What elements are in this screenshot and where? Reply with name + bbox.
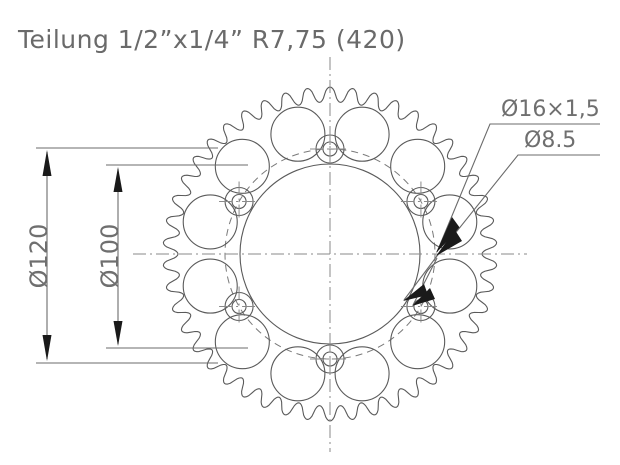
lightening-hole	[334, 346, 390, 402]
arrow-up-100	[113, 167, 123, 192]
leader-tail-lower-a	[403, 255, 438, 301]
dim-label-outer-diameter: Ø120	[25, 224, 53, 289]
callout-label-thread: Ø16×1,5	[501, 97, 600, 122]
dimension-bolt-circle: Ø100	[96, 164, 248, 349]
lightening-hole	[270, 346, 326, 402]
lightening-hole	[422, 258, 478, 314]
leader-line-hole	[436, 154, 600, 257]
lightening-hole	[182, 194, 238, 250]
drawing-title: Teilung 1/2”x1/4” R7,75 (420)	[17, 25, 406, 54]
dim-label-bolt-circle: Ø100	[96, 224, 124, 289]
leader-arrow-lower-b	[412, 288, 435, 306]
lightening-hole	[214, 138, 270, 194]
leader-arrow-hole	[436, 230, 462, 256]
dimension-outer-diameter: Ø120	[25, 147, 218, 364]
leader-line-thread	[436, 123, 600, 253]
leader-arrows-lower	[403, 255, 438, 306]
centerlines	[133, 57, 527, 452]
callout-thread: Ø16×1,5	[436, 97, 600, 253]
callout-hole: Ø8.5	[436, 128, 600, 257]
lightening-hole	[390, 138, 446, 194]
lightening-hole	[334, 106, 390, 162]
leader-arrow-lower-a	[403, 284, 428, 301]
lightening-hole	[214, 314, 270, 370]
arrow-up-120	[42, 150, 52, 176]
callout-label-hole: Ø8.5	[524, 128, 576, 153]
arrow-down-120	[42, 335, 52, 361]
leader-arrow-thread	[436, 217, 460, 253]
arrow-down-100	[113, 321, 123, 346]
lightening-hole	[422, 194, 478, 250]
lightening-hole	[182, 258, 238, 314]
lightening-hole	[270, 106, 326, 162]
lightening-hole	[390, 314, 446, 370]
